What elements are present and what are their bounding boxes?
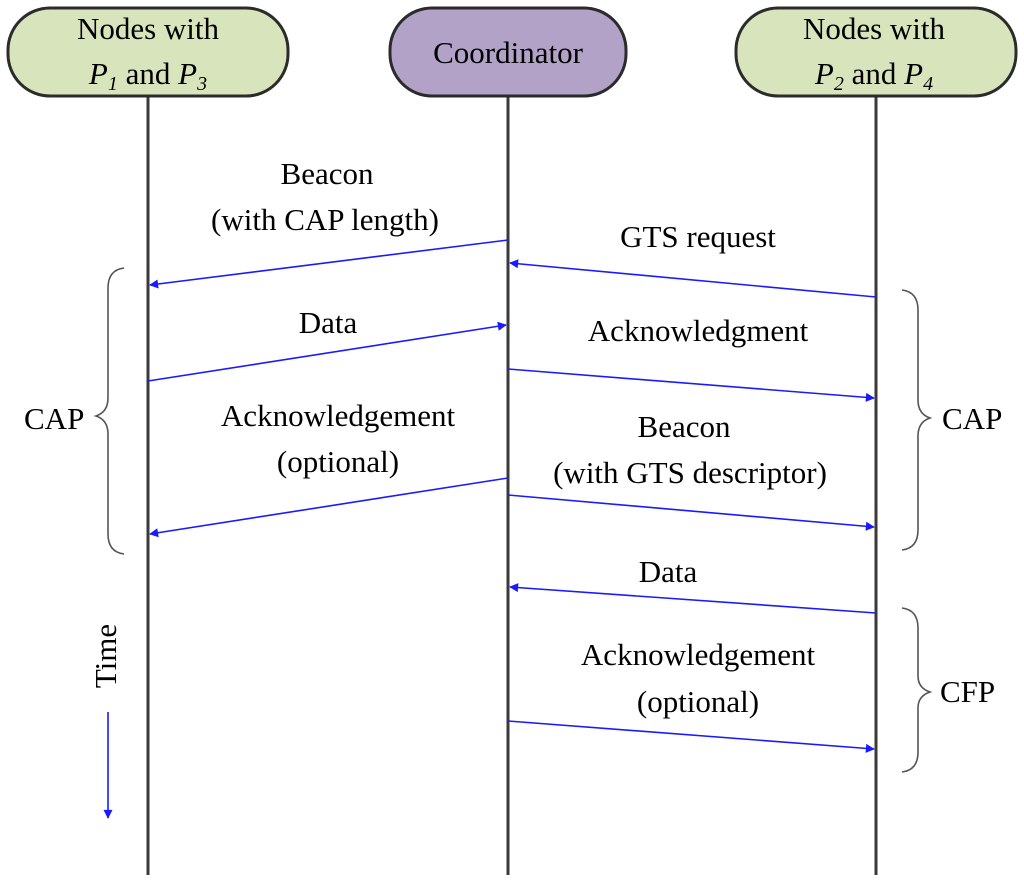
participant-right-box <box>734 6 1018 98</box>
msg-beacon-cap-label-2: (with CAP length) <box>211 202 439 237</box>
msg-ack-left-label-2: (optional) <box>277 444 399 479</box>
msg-data-right-label: Data <box>639 554 698 589</box>
participant-right-line2: P2 and P4 <box>814 56 933 95</box>
arrow-acknowledgment <box>507 368 875 402</box>
period-right-cfp-label: CFP <box>940 674 995 709</box>
brace-right-cfp <box>901 607 933 773</box>
participant-coordinator-label: Coordinator <box>433 35 583 70</box>
msg-gts-request-label: GTS request <box>620 219 776 254</box>
brace-left-cap <box>93 267 125 555</box>
participant-right-line1: Nodes with <box>803 11 946 46</box>
arrow-beacon-gts <box>507 494 875 531</box>
participant-right: Nodes with P2 and P4 <box>734 6 1018 98</box>
arrow-ack-left <box>149 477 509 538</box>
msg-acknowledgment-label: Acknowledgment <box>588 313 809 348</box>
arrow-ack-right <box>507 720 875 753</box>
msg-beacon-cap-label-1: Beacon <box>281 156 374 191</box>
msg-beacon-gts-label-2: (with GTS descriptor) <box>553 455 827 490</box>
participant-left: Nodes with P1 and P3 <box>6 6 290 98</box>
brace-right-cap <box>901 289 933 551</box>
arrow-data-right <box>509 583 877 614</box>
participant-left-box <box>6 6 290 98</box>
arrow-beacon-cap <box>149 239 509 289</box>
arrow-data-left <box>147 321 507 382</box>
arrow-gts-request <box>509 259 877 298</box>
period-left-cap-label: CAP <box>24 401 84 436</box>
period-right-cap-label: CAP <box>942 401 1002 436</box>
participant-coordinator: Coordinator <box>388 6 628 98</box>
participant-left-line2: P1 and P3 <box>88 56 207 95</box>
msg-data-left-label: Data <box>299 305 358 340</box>
participant-coordinator-box <box>388 6 628 98</box>
participant-left-line1: Nodes with <box>77 11 220 46</box>
msg-ack-left-label-1: Acknowledgement <box>221 398 456 433</box>
msg-ack-right-label-1: Acknowledgement <box>581 637 816 672</box>
time-label: Time <box>88 624 123 688</box>
msg-ack-right-label-2: (optional) <box>637 684 759 719</box>
msg-beacon-gts-label-1: Beacon <box>638 409 731 444</box>
